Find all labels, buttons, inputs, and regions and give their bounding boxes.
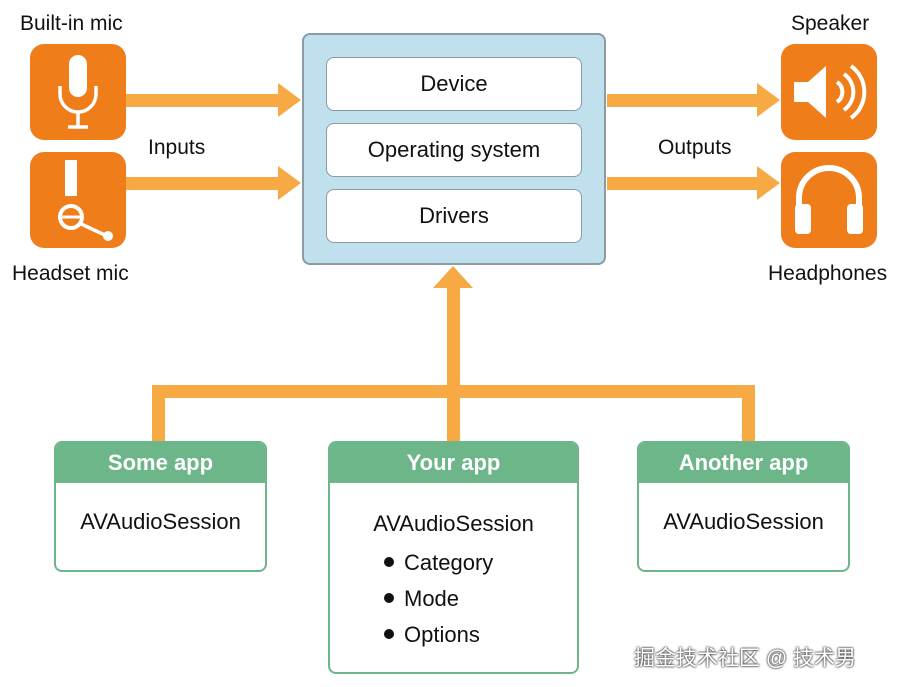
- app-branch-line: [152, 385, 755, 398]
- built-in-mic-tile: [30, 44, 126, 140]
- headset-mic-icon: [58, 160, 113, 241]
- headset-mic-arrow-head: [278, 166, 301, 200]
- device-layer: Device: [326, 57, 582, 111]
- built-in-mic-arrow-head: [278, 83, 301, 117]
- watermark-text: 掘金技术社区 @ 技术男: [634, 647, 856, 670]
- headset-mic-tile: [30, 152, 126, 248]
- built-in-mic-label: Built-in mic: [20, 12, 123, 35]
- inputs-label: Inputs: [148, 136, 206, 159]
- headphones-arrow-head: [757, 166, 780, 200]
- headphones-arrow-shaft: [607, 177, 759, 190]
- category-option: Category: [404, 550, 494, 575]
- bullet-icon: [384, 593, 394, 604]
- operating-system-layer: Operating system: [326, 123, 582, 177]
- some-app-connector: [152, 385, 165, 441]
- app-trunk-arrow-head: [433, 266, 473, 288]
- some-app-session: AVAudioSession: [80, 509, 241, 534]
- speaker-label: Speaker: [791, 12, 870, 35]
- options-option: Options: [404, 622, 480, 647]
- speaker-arrow-shaft: [607, 94, 759, 107]
- another-app-session: AVAudioSession: [663, 509, 824, 534]
- another-app-card: Another app AVAudioSession: [637, 441, 850, 572]
- microphone-icon: [58, 55, 98, 129]
- headphones-label: Headphones: [768, 262, 888, 285]
- your-app-card: Your app AVAudioSession Category Mode Op…: [328, 441, 579, 674]
- audio-hardware-stack: Device Operating system Drivers: [302, 33, 606, 265]
- headset-mic-arrow-shaft: [126, 177, 278, 190]
- headset-mic-label: Headset mic: [12, 262, 129, 285]
- app-trunk-line: [447, 286, 460, 441]
- another-app-connector: [742, 385, 755, 441]
- headphones-tile: [781, 152, 877, 248]
- some-app-title: Some app: [56, 443, 265, 483]
- your-app-session: AVAudioSession: [373, 511, 534, 536]
- session-options-list: Category Mode Options: [330, 545, 577, 653]
- mode-option: Mode: [404, 586, 460, 611]
- some-app-card: Some app AVAudioSession: [54, 441, 267, 572]
- list-item: Mode: [384, 581, 577, 617]
- built-in-mic-arrow-shaft: [126, 94, 278, 107]
- list-item: Category: [384, 545, 577, 581]
- bullet-icon: [384, 557, 394, 568]
- your-app-title: Your app: [330, 443, 577, 483]
- list-item: Options: [384, 617, 577, 653]
- another-app-title: Another app: [639, 443, 848, 483]
- bullet-icon: [384, 629, 394, 640]
- drivers-layer: Drivers: [326, 189, 582, 243]
- speaker-arrow-head: [757, 83, 780, 117]
- outputs-label: Outputs: [658, 136, 732, 159]
- speaker-icon: [794, 64, 867, 120]
- speaker-tile: [781, 44, 877, 140]
- headphones-icon: [795, 165, 863, 234]
